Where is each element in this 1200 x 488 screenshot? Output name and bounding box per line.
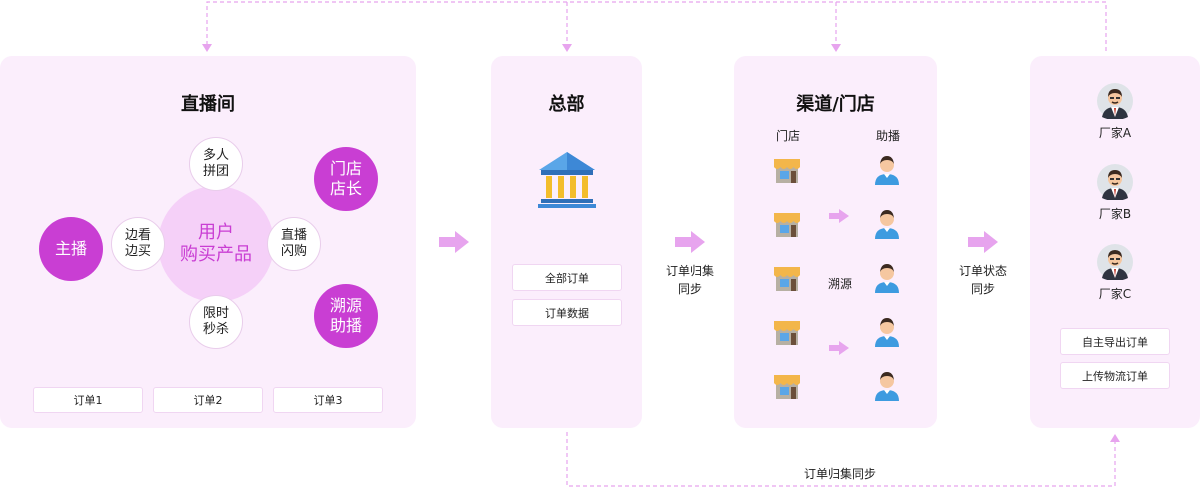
sync-label-2: 订单状态 同步: [948, 262, 1018, 298]
vendor-avatar-icon: [1097, 83, 1133, 119]
live-room-title: 直播间: [181, 94, 235, 115]
watch-buy-line-1: 边看: [124, 227, 151, 243]
sync-label-2-line-1: 订单状态: [958, 264, 1007, 278]
watch-buy-circle: 边看边买: [111, 217, 165, 271]
channel-store-title: 渠道/门店: [796, 94, 875, 115]
bank-building-icon: [538, 152, 596, 208]
assistant-person-icon: [872, 317, 902, 347]
arrow-right-icon: [968, 231, 998, 253]
arrow-right-small-icon: [829, 209, 849, 223]
vendor-avatar-icon: [1097, 244, 1133, 280]
store-icon: [772, 155, 802, 185]
store-manager-circle: 门店店长: [314, 147, 378, 211]
vendor-label-a: 厂家A: [1098, 126, 1132, 140]
seckill-line-2: 秒杀: [202, 322, 229, 337]
order-box-1: 订单1: [33, 387, 143, 413]
store-column-header: 门店: [775, 129, 800, 143]
trace-assist-line-2: 助播: [329, 316, 362, 335]
sync-label-1-line-2: 同步: [677, 282, 702, 296]
group-buy-circle: 多人拼团: [189, 137, 243, 191]
center-line-1: 用户: [198, 221, 234, 243]
assistant-person-icon: [872, 263, 902, 293]
channel-store-panel: [734, 56, 937, 428]
store-icon: [772, 371, 802, 401]
store-manager-line-1: 门店: [329, 159, 362, 178]
watch-buy-line-2: 边买: [124, 244, 151, 259]
trace-label: 溯源: [827, 277, 852, 291]
sync-label-1: 订单归集 同步: [655, 262, 725, 298]
store-manager-line-2: 店长: [329, 179, 362, 198]
flash-sale-circle: 直播闪购: [267, 217, 321, 271]
export-orders-box: 自主导出订单: [1060, 328, 1170, 355]
assistant-person-icon: [872, 155, 902, 185]
group-buy-line-1: 多人: [202, 147, 229, 163]
flash-sale-line-2: 闪购: [280, 244, 307, 259]
arrow-right-icon: [675, 231, 705, 253]
store-icon: [772, 209, 802, 239]
flash-sale-line-1: 直播: [280, 227, 307, 243]
vendor-avatar-icon: [1097, 164, 1133, 200]
sync-label-1-line-1: 订单归集: [665, 264, 714, 278]
assistant-person-icon: [872, 371, 902, 401]
assistant-person-icon: [872, 209, 902, 239]
arrow-right-small-icon: [829, 341, 849, 355]
all-orders-box: 全部订单: [512, 264, 622, 291]
group-buy-line-2: 拼团: [202, 164, 229, 179]
order-box-2: 订单2: [153, 387, 263, 413]
center-line-2: 购买产品: [180, 244, 252, 265]
seckill-circle: 限时秒杀: [189, 295, 243, 349]
hq-panel: [491, 56, 642, 428]
bottom-sync-label: 订单归集同步: [803, 467, 876, 481]
order-box-3: 订单3: [273, 387, 383, 413]
arrow-right-icon: [439, 231, 469, 253]
store-icon: [772, 317, 802, 347]
store-icon: [772, 263, 802, 293]
trace-assist-line-1: 溯源: [329, 296, 362, 315]
sync-label-2-line-2: 同步: [970, 282, 995, 296]
anchor-label: 主播: [54, 239, 87, 258]
anchor-circle: 主播: [39, 217, 103, 281]
seckill-line-1: 限时: [202, 305, 229, 321]
upload-logistics-box: 上传物流订单: [1060, 362, 1170, 389]
hq-title: 总部: [548, 94, 585, 115]
user-purchase-circle: 用户购买产品: [158, 186, 274, 302]
vendor-label-c: 厂家C: [1098, 287, 1132, 301]
order-data-box: 订单数据: [512, 299, 622, 326]
vendor-label-b: 厂家B: [1098, 207, 1132, 221]
assist-column-header: 助播: [875, 129, 900, 143]
trace-assist-circle: 溯源助播: [314, 284, 378, 348]
